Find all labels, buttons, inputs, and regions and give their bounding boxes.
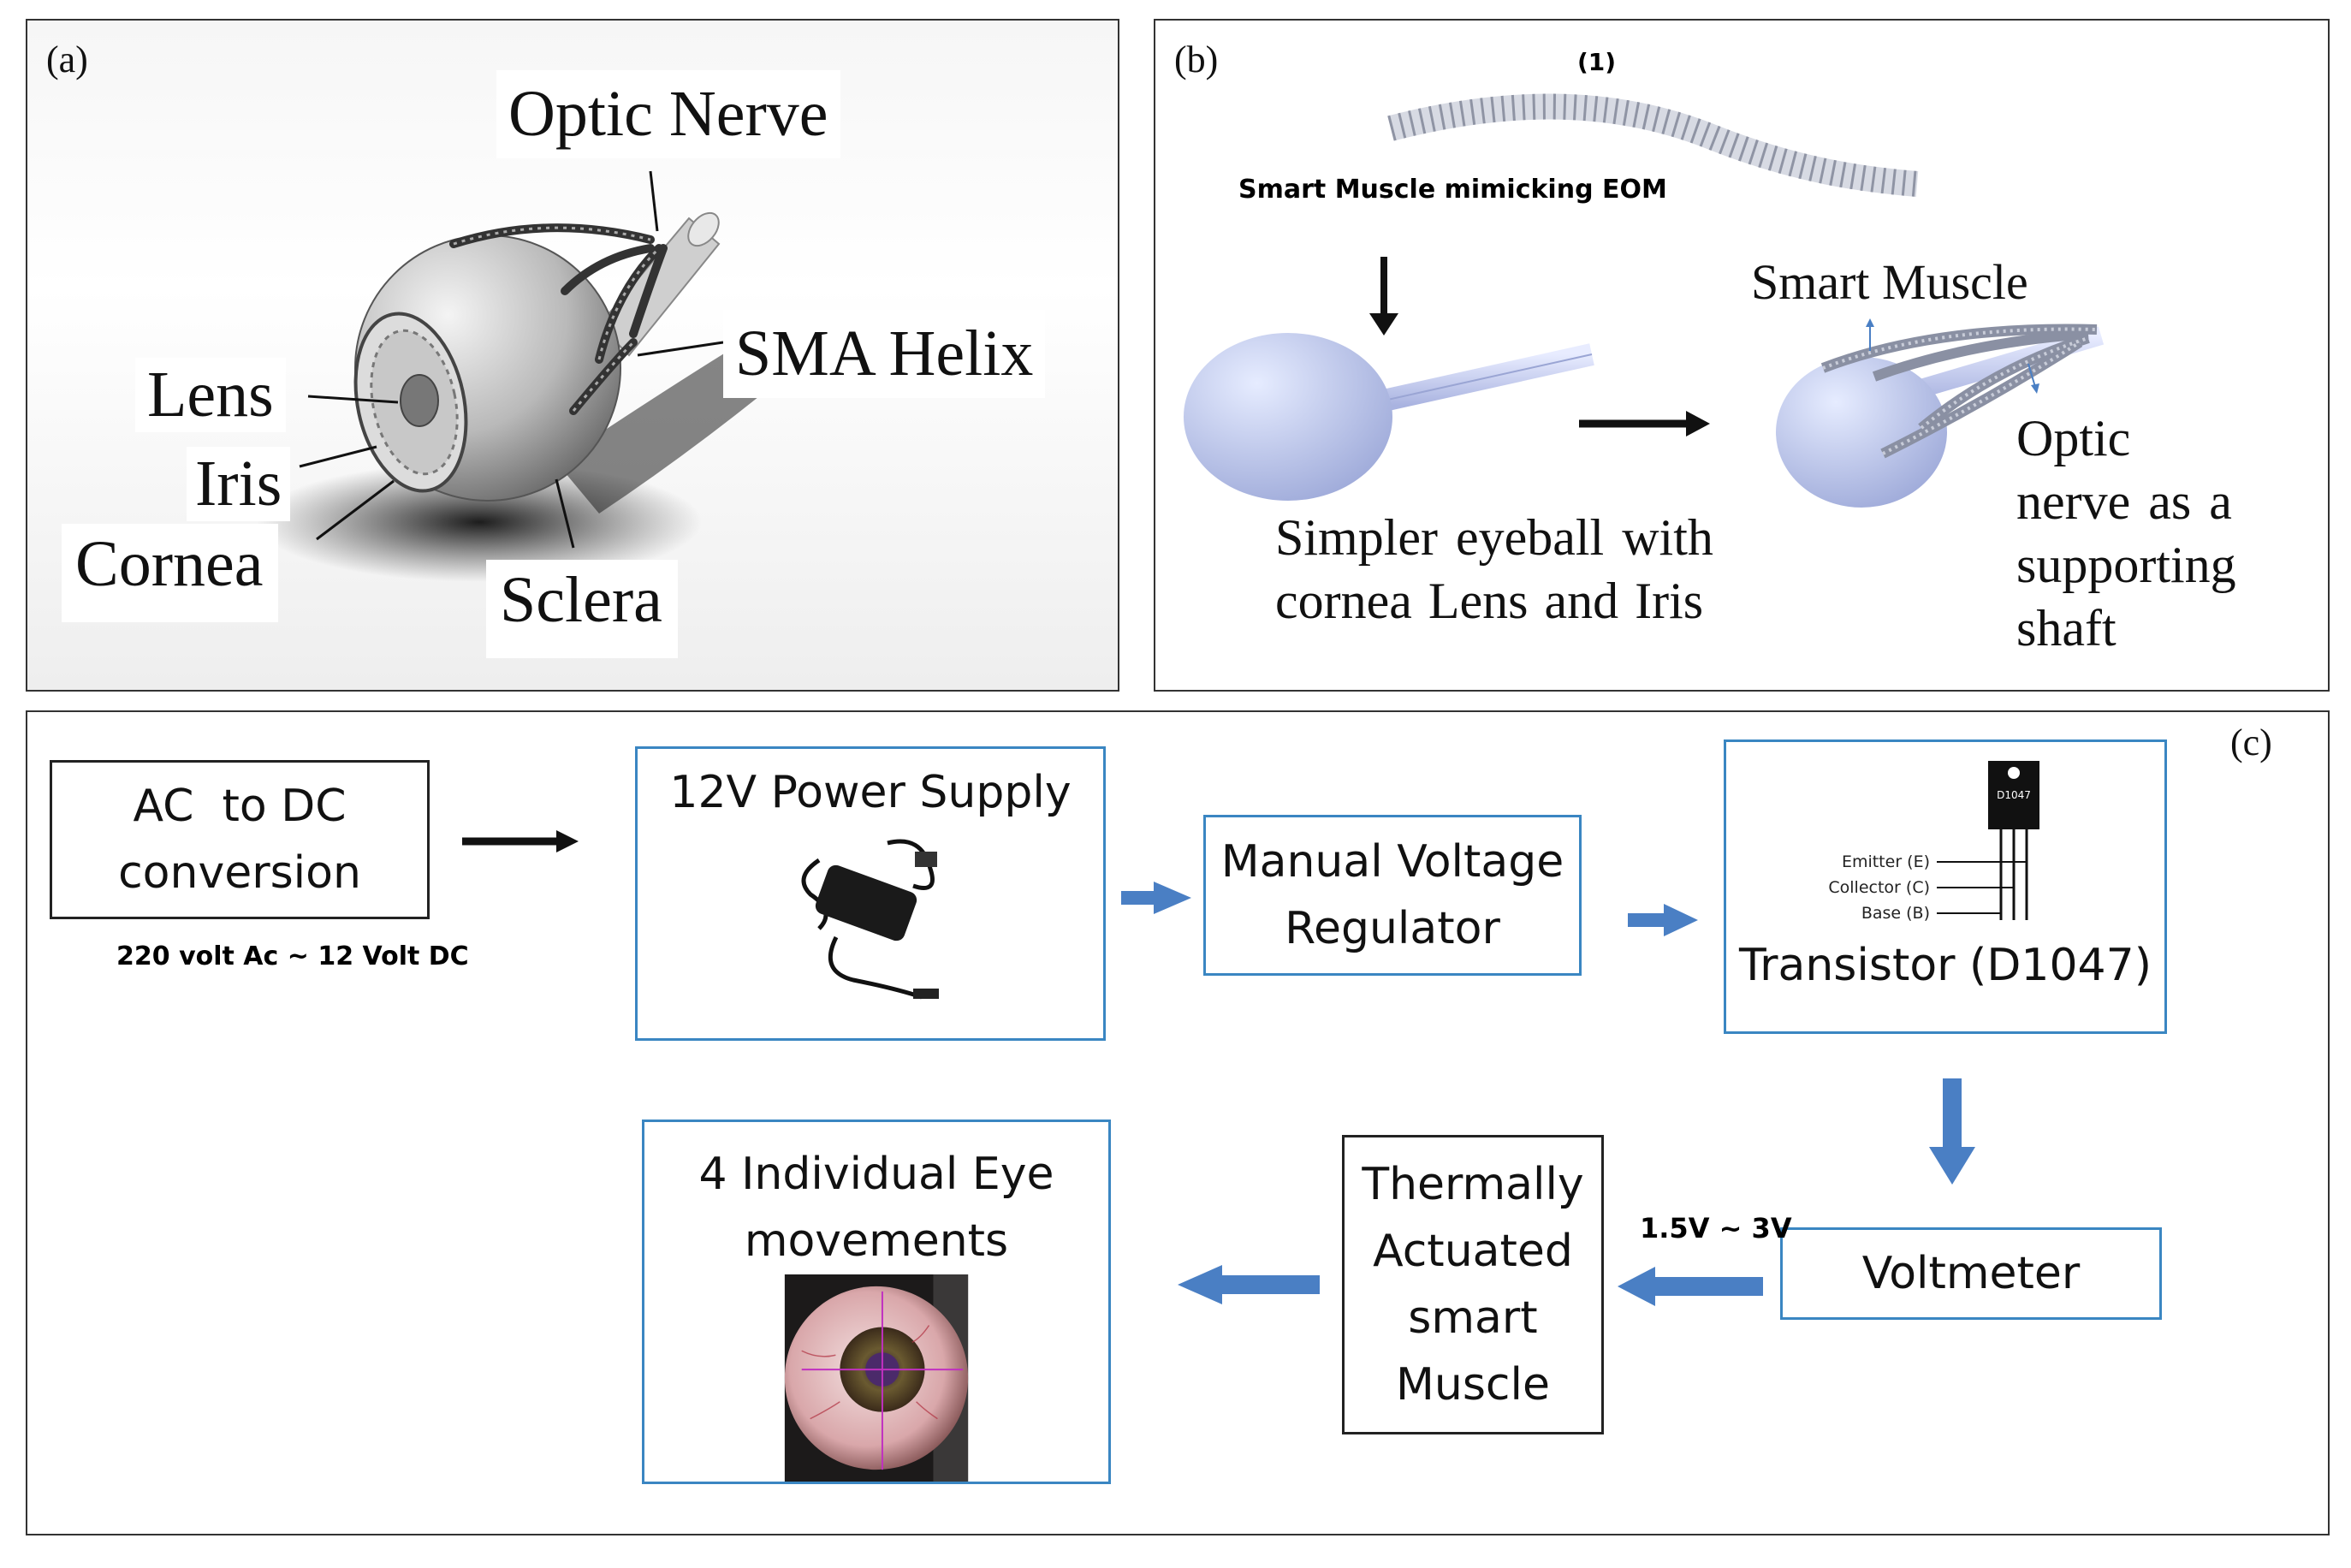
optic-line3: supporting bbox=[2016, 537, 2236, 593]
smart-muscle-line2: Actuated bbox=[1373, 1226, 1573, 1277]
panel-a-label: (a) bbox=[46, 39, 88, 80]
smart-muscle-line3: smart bbox=[1408, 1292, 1538, 1344]
optic-line2: nerve as a bbox=[2016, 473, 2232, 530]
simpler-eyeball-line2: cornea Lens and Iris bbox=[1275, 573, 1704, 629]
eye-movements-box: 4 Individual Eye movements bbox=[642, 1120, 1111, 1484]
ac-dc-line1: AC to DC bbox=[133, 781, 347, 832]
transistor-box: D1047 Emitter (E) Collector (C) Base (B)… bbox=[1724, 739, 2167, 1034]
pin-emitter: Emitter (E) bbox=[1842, 852, 1930, 871]
iris-label: Iris bbox=[187, 447, 291, 521]
pin-collector: Collector (C) bbox=[1828, 878, 1930, 897]
power-supply-box: 12V Power Supply bbox=[635, 746, 1106, 1041]
transistor-title: Transistor (D1047) bbox=[1738, 940, 2152, 991]
lens-label: Lens bbox=[135, 358, 286, 432]
smart-muscle-box: Thermally Actuated smart Muscle bbox=[1342, 1135, 1604, 1434]
smart-muscle-label: Smart Muscle bbox=[1751, 254, 2028, 310]
arrow-power-to-regulator bbox=[1121, 882, 1191, 914]
sma-helix-label: SMA Helix bbox=[723, 310, 1046, 398]
eye-movements-line2: movements bbox=[744, 1215, 1009, 1267]
arrow-regulator-to-transistor bbox=[1628, 904, 1698, 936]
arrow-ac-to-power bbox=[462, 830, 579, 852]
panel-b-label: (b) bbox=[1174, 39, 1219, 80]
smart-muscle-line4: Muscle bbox=[1396, 1359, 1550, 1411]
step-number: (1) bbox=[1577, 48, 1617, 76]
pin-base: Base (B) bbox=[1861, 904, 1930, 923]
voltmeter-box: Voltmeter bbox=[1780, 1227, 2162, 1320]
eye-movements-line1: 4 Individual Eye bbox=[698, 1149, 1054, 1200]
optic-line1: Optic bbox=[2016, 410, 2131, 466]
regulator-box: Manual Voltage Regulator bbox=[1203, 815, 1582, 976]
arrow-voltmeter-to-muscle bbox=[1618, 1267, 1763, 1306]
voltmeter-label: Voltmeter bbox=[1861, 1248, 2081, 1299]
sclera-label: Sclera bbox=[486, 560, 678, 658]
panel-b bbox=[1154, 19, 2330, 692]
regulator-line1: Manual Voltage bbox=[1220, 836, 1564, 888]
ac-dc-note: 220 volt Ac ~ 12 Volt DC bbox=[116, 941, 469, 971]
cornea-label: Cornea bbox=[62, 524, 279, 622]
panel-c-label: (c) bbox=[2230, 722, 2272, 763]
voltage-range: 1.5V ~ 3V bbox=[1640, 1212, 1792, 1244]
arrow-muscle-to-eye bbox=[1178, 1265, 1320, 1304]
simpler-eyeball-line1: Simpler eyeball with bbox=[1275, 509, 1713, 566]
regulator-line2: Regulator bbox=[1285, 903, 1500, 954]
power-supply-title: 12V Power Supply bbox=[669, 767, 1072, 818]
arrow-transistor-to-voltmeter bbox=[1929, 1078, 1975, 1185]
optic-line4: shaft bbox=[2016, 600, 2116, 656]
smart-muscle-caption: Smart Muscle mimicking EOM bbox=[1238, 175, 1667, 205]
transistor-icon: D1047 Emitter (E) Collector (C) Base (B) bbox=[1828, 761, 2039, 923]
panel-c bbox=[26, 710, 2330, 1535]
power-adapter-icon bbox=[801, 839, 939, 1000]
ac-dc-line2: conversion bbox=[118, 847, 361, 899]
smart-muscle-line1: Thermally bbox=[1362, 1159, 1584, 1210]
ac-dc-box: AC to DC conversion bbox=[50, 760, 430, 919]
transistor-chip-label: D1047 bbox=[1997, 789, 2031, 801]
eye-photo bbox=[784, 1274, 969, 1482]
optic-nerve-label: Optic Nerve bbox=[496, 70, 840, 158]
